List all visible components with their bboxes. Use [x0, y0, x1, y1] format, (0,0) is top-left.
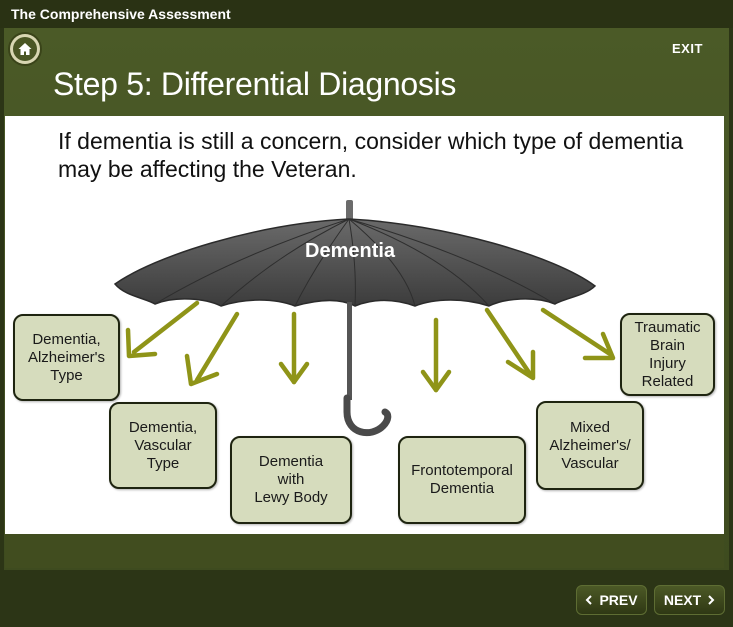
box-line: Dementia, — [128, 418, 198, 436]
box-line: Lewy Body — [254, 489, 328, 506]
chevron-right-icon — [707, 592, 715, 608]
box-line: Mixed — [569, 418, 610, 436]
umbrella-illustration — [113, 200, 616, 437]
box-line: Vascular — [134, 436, 192, 454]
box-line: Dementia — [258, 453, 324, 470]
box-line: Dementia — [429, 480, 495, 497]
exit-button[interactable]: EXIT — [672, 41, 703, 56]
box-line: Frontotemporal — [411, 462, 513, 479]
umbrella-label: Dementia — [305, 240, 396, 262]
box-line: Alzheimer's — [27, 348, 106, 366]
box-line: with — [277, 471, 305, 488]
box-line: Alzheimer's/ — [549, 436, 631, 454]
box-line: Type — [50, 366, 83, 384]
box-line: Type — [146, 454, 180, 472]
prev-button[interactable]: PREV — [576, 585, 647, 615]
next-label: NEXT — [663, 592, 702, 608]
box-line: Dementia, — [32, 330, 101, 348]
next-button[interactable]: NEXT — [654, 585, 725, 615]
box-line: Vascular — [561, 454, 619, 472]
page-title: Step 5: Differential Diagnosis — [53, 66, 457, 102]
progress-strip — [5, 534, 724, 568]
window-title: The Comprehensive Assessment — [0, 0, 733, 28]
home-button[interactable] — [10, 34, 40, 64]
box-line: Injury — [649, 354, 686, 372]
home-icon — [13, 37, 37, 61]
intro-text: If dementia is still a concern, consider… — [58, 128, 684, 182]
prev-label: PREV — [599, 592, 638, 608]
slide-content: If dementia is still a concern, consider… — [5, 116, 724, 534]
chevron-left-icon — [585, 592, 593, 608]
box-line: Traumatic — [634, 318, 701, 336]
box-line: Brain — [649, 336, 686, 354]
box-line: Related — [641, 372, 694, 390]
